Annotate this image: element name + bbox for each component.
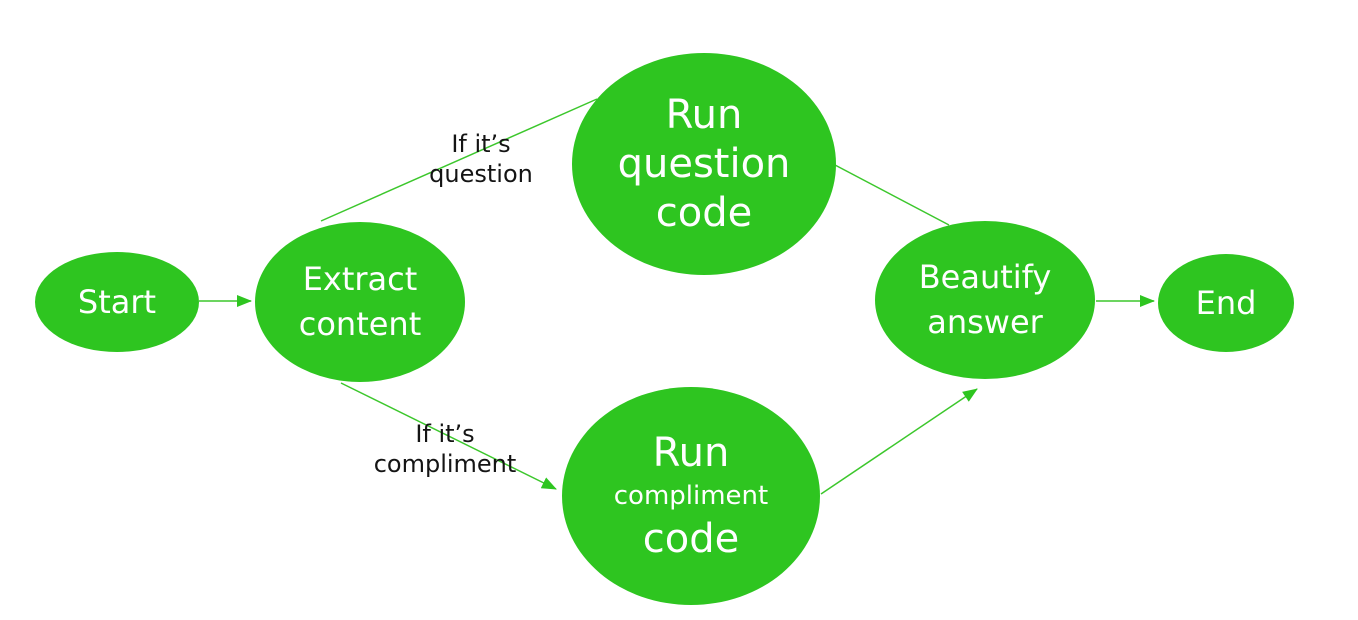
edge-label-if-question: If it’s question: [371, 129, 591, 189]
edge-label-if-question-line-2: question: [429, 160, 533, 188]
edge-run-compliment-beautify: [820, 388, 978, 495]
node-start: Start: [35, 252, 199, 352]
node-end-label: End: [1195, 284, 1257, 322]
node-run-question-line-1: Run: [665, 91, 743, 138]
node-beautify-answer: Beautify answer: [875, 221, 1095, 379]
edge-label-if-compliment-line-1: If it’s: [415, 420, 475, 448]
edge-label-if-compliment-line-2: compliment: [373, 450, 517, 478]
edge-label-if-compliment: If it’s compliment: [335, 419, 555, 479]
node-run-question-line-3: code: [655, 189, 753, 236]
node-run-compliment-line-1: Run: [652, 429, 730, 476]
node-extract-line-1: Extract: [302, 260, 418, 298]
node-start-label: Start: [77, 283, 157, 321]
node-run-compliment-line-2: compliment: [613, 480, 769, 511]
node-run-compliment-code: Run compliment code: [562, 387, 820, 605]
node-beautify-line-1: Beautify: [918, 258, 1052, 296]
node-extract-content: Extract content: [255, 222, 465, 382]
node-run-compliment-line-3: code: [642, 515, 740, 562]
node-beautify-line-2: answer: [927, 303, 1043, 341]
node-run-question-code: Run question code: [572, 53, 836, 275]
node-extract-line-2: content: [298, 305, 422, 343]
edge-run-question-beautify: [834, 164, 950, 226]
node-end: End: [1158, 254, 1294, 352]
node-run-question-line-2: question: [617, 140, 791, 187]
edge-label-if-question-line-1: If it’s: [451, 130, 511, 158]
